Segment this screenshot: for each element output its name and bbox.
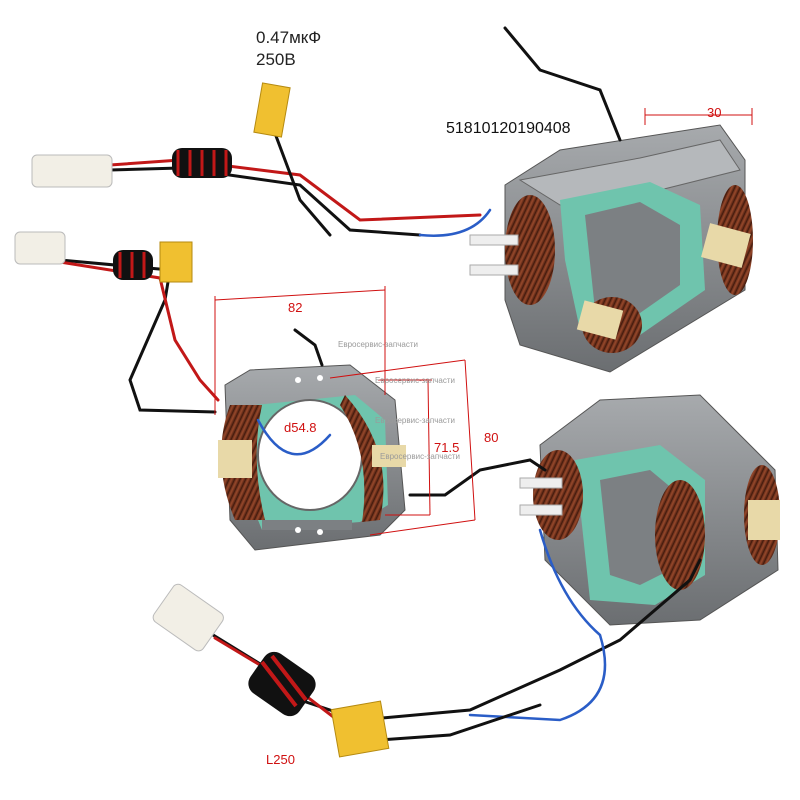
capacitor-top xyxy=(253,82,291,138)
part-number-label: 51810120190408 xyxy=(446,120,571,137)
watermark-3: Евросервис-запчасти xyxy=(375,416,455,425)
stator-middle-left xyxy=(218,364,406,551)
stator-bottom-right xyxy=(519,394,780,626)
watermark-2: Евросервис-запчасти xyxy=(375,376,455,385)
connector-top xyxy=(31,154,113,188)
choke-coil-top xyxy=(172,148,232,178)
dimension-stack-depth: 30 xyxy=(707,105,722,120)
capacitor-bottom xyxy=(330,700,390,758)
connector-middle xyxy=(14,231,66,265)
capacitor-middle xyxy=(159,241,193,283)
choke-coil-middle xyxy=(113,250,153,280)
dimension-bore-diameter: d54.8 xyxy=(284,420,317,435)
capacitor-voltage-label: 250В xyxy=(256,50,296,69)
lead-length-label: L250 xyxy=(266,752,295,767)
watermark-1: Евросервис-запчасти xyxy=(338,340,418,349)
stator-top-right xyxy=(469,124,753,373)
choke-coil-bottom xyxy=(248,651,316,717)
dimension-outer-height: 80 xyxy=(484,430,499,445)
dimension-lines xyxy=(214,108,753,536)
dimension-inner-height: 71.5 xyxy=(434,440,460,455)
connector-bottom xyxy=(152,583,224,652)
watermark-4: Евросервис-запчасти xyxy=(380,452,460,461)
dimension-width: 82 xyxy=(288,300,303,315)
capacitor-capacitance-label: 0.47мкФ xyxy=(256,28,322,47)
